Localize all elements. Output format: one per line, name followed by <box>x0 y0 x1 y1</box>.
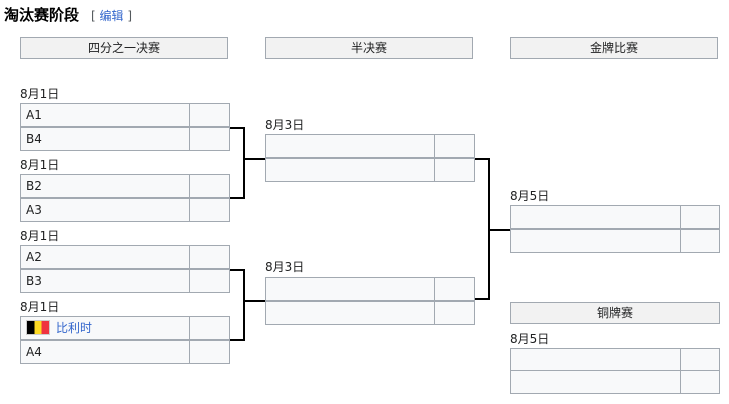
team-cell <box>510 348 681 372</box>
team-cell <box>510 205 681 229</box>
round-header-semifinals: 半决赛 <box>265 37 473 59</box>
score-cell <box>680 229 720 253</box>
score-cell <box>189 103 230 127</box>
score-cell <box>189 340 230 364</box>
edit-bracket-open: [ <box>91 9 96 23</box>
section-heading: 淘汰赛阶段 [ 编辑 ] <box>4 4 132 24</box>
belgium-flag-icon <box>26 319 50 335</box>
bracket-connector <box>475 158 489 160</box>
match-date: 8月1日 <box>20 158 60 172</box>
match-date: 8月5日 <box>510 189 550 203</box>
score-cell <box>189 245 230 269</box>
round-header-quarterfinals: 四分之一决赛 <box>20 37 228 59</box>
score-cell <box>434 134 475 158</box>
edit-link[interactable]: 编辑 <box>99 9 124 23</box>
match-date: 8月1日 <box>20 87 60 101</box>
score-cell <box>680 348 720 372</box>
score-cell <box>680 370 720 394</box>
team-cell: A3 <box>20 198 190 222</box>
bracket-connector <box>230 197 244 199</box>
team-cell: A1 <box>20 103 190 127</box>
score-cell <box>434 158 475 182</box>
team-cell: A2 <box>20 245 190 269</box>
bracket-connector <box>475 298 489 300</box>
team-cell-belgium: 比利时 <box>20 316 190 340</box>
match-date: 8月5日 <box>510 332 550 346</box>
team-cell <box>265 301 435 325</box>
score-cell <box>189 174 230 198</box>
bracket-connector <box>243 127 245 199</box>
bracket-connector <box>243 269 245 341</box>
section-title: 淘汰赛阶段 <box>4 6 80 24</box>
edit-section: [ 编辑 ] <box>91 7 132 24</box>
team-cell <box>510 370 681 394</box>
round-header-final: 金牌比赛 <box>510 37 718 59</box>
match-date: 8月1日 <box>20 300 60 314</box>
team-cell: A4 <box>20 340 190 364</box>
round-header-bronze: 铜牌赛 <box>510 302 720 324</box>
score-cell <box>434 277 475 301</box>
team-cell <box>265 158 435 182</box>
team-link-belgium[interactable]: 比利时 <box>56 321 93 335</box>
match-date: 8月1日 <box>20 229 60 243</box>
score-cell <box>189 127 230 151</box>
edit-bracket-close: ] <box>127 9 133 23</box>
bracket-connector <box>488 229 510 231</box>
team-cell: B3 <box>20 269 190 293</box>
score-cell <box>434 301 475 325</box>
bracket-connector <box>243 300 265 302</box>
team-cell: B4 <box>20 127 190 151</box>
bracket-connector <box>243 158 265 160</box>
team-cell: B2 <box>20 174 190 198</box>
team-cell <box>265 134 435 158</box>
match-date: 8月3日 <box>265 118 305 132</box>
score-cell <box>680 205 720 229</box>
score-cell <box>189 269 230 293</box>
team-cell <box>265 277 435 301</box>
score-cell <box>189 316 230 340</box>
bracket-connector <box>230 339 244 341</box>
bracket-connector <box>230 269 244 271</box>
bracket-connector <box>230 127 244 129</box>
match-date: 8月3日 <box>265 260 305 274</box>
score-cell <box>189 198 230 222</box>
team-cell <box>510 229 681 253</box>
